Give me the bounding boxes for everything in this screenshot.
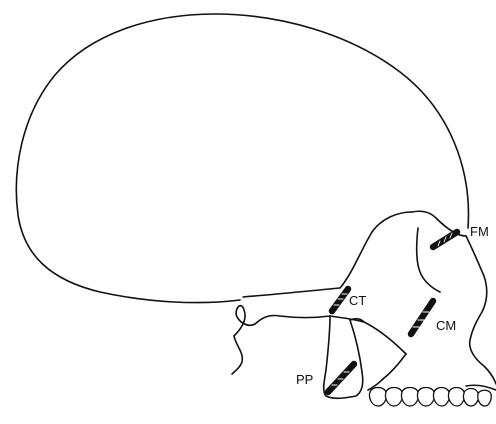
maxilla-outline — [368, 354, 406, 390]
label-cm: CM — [436, 318, 456, 333]
label-ct: CT — [349, 293, 366, 308]
label-fm: FM — [470, 224, 489, 239]
ct-osteotomy-cut — [332, 289, 348, 311]
nasal-outline — [466, 236, 496, 384]
pp-osteotomy-cut — [328, 364, 354, 392]
teeth-row — [369, 388, 491, 407]
label-pp: PP — [296, 372, 313, 387]
zygomatic-arch-lower — [330, 316, 406, 354]
fm-osteotomy-cut — [433, 232, 457, 247]
skull-base-outline — [234, 306, 330, 336]
cranial-vault-outline — [16, 14, 468, 303]
zygomatic-arch-upper — [243, 212, 412, 297]
mastoid-process — [232, 336, 242, 374]
cm-osteotomy-cut — [411, 301, 433, 334]
orbit-lateral-rim — [417, 228, 440, 292]
